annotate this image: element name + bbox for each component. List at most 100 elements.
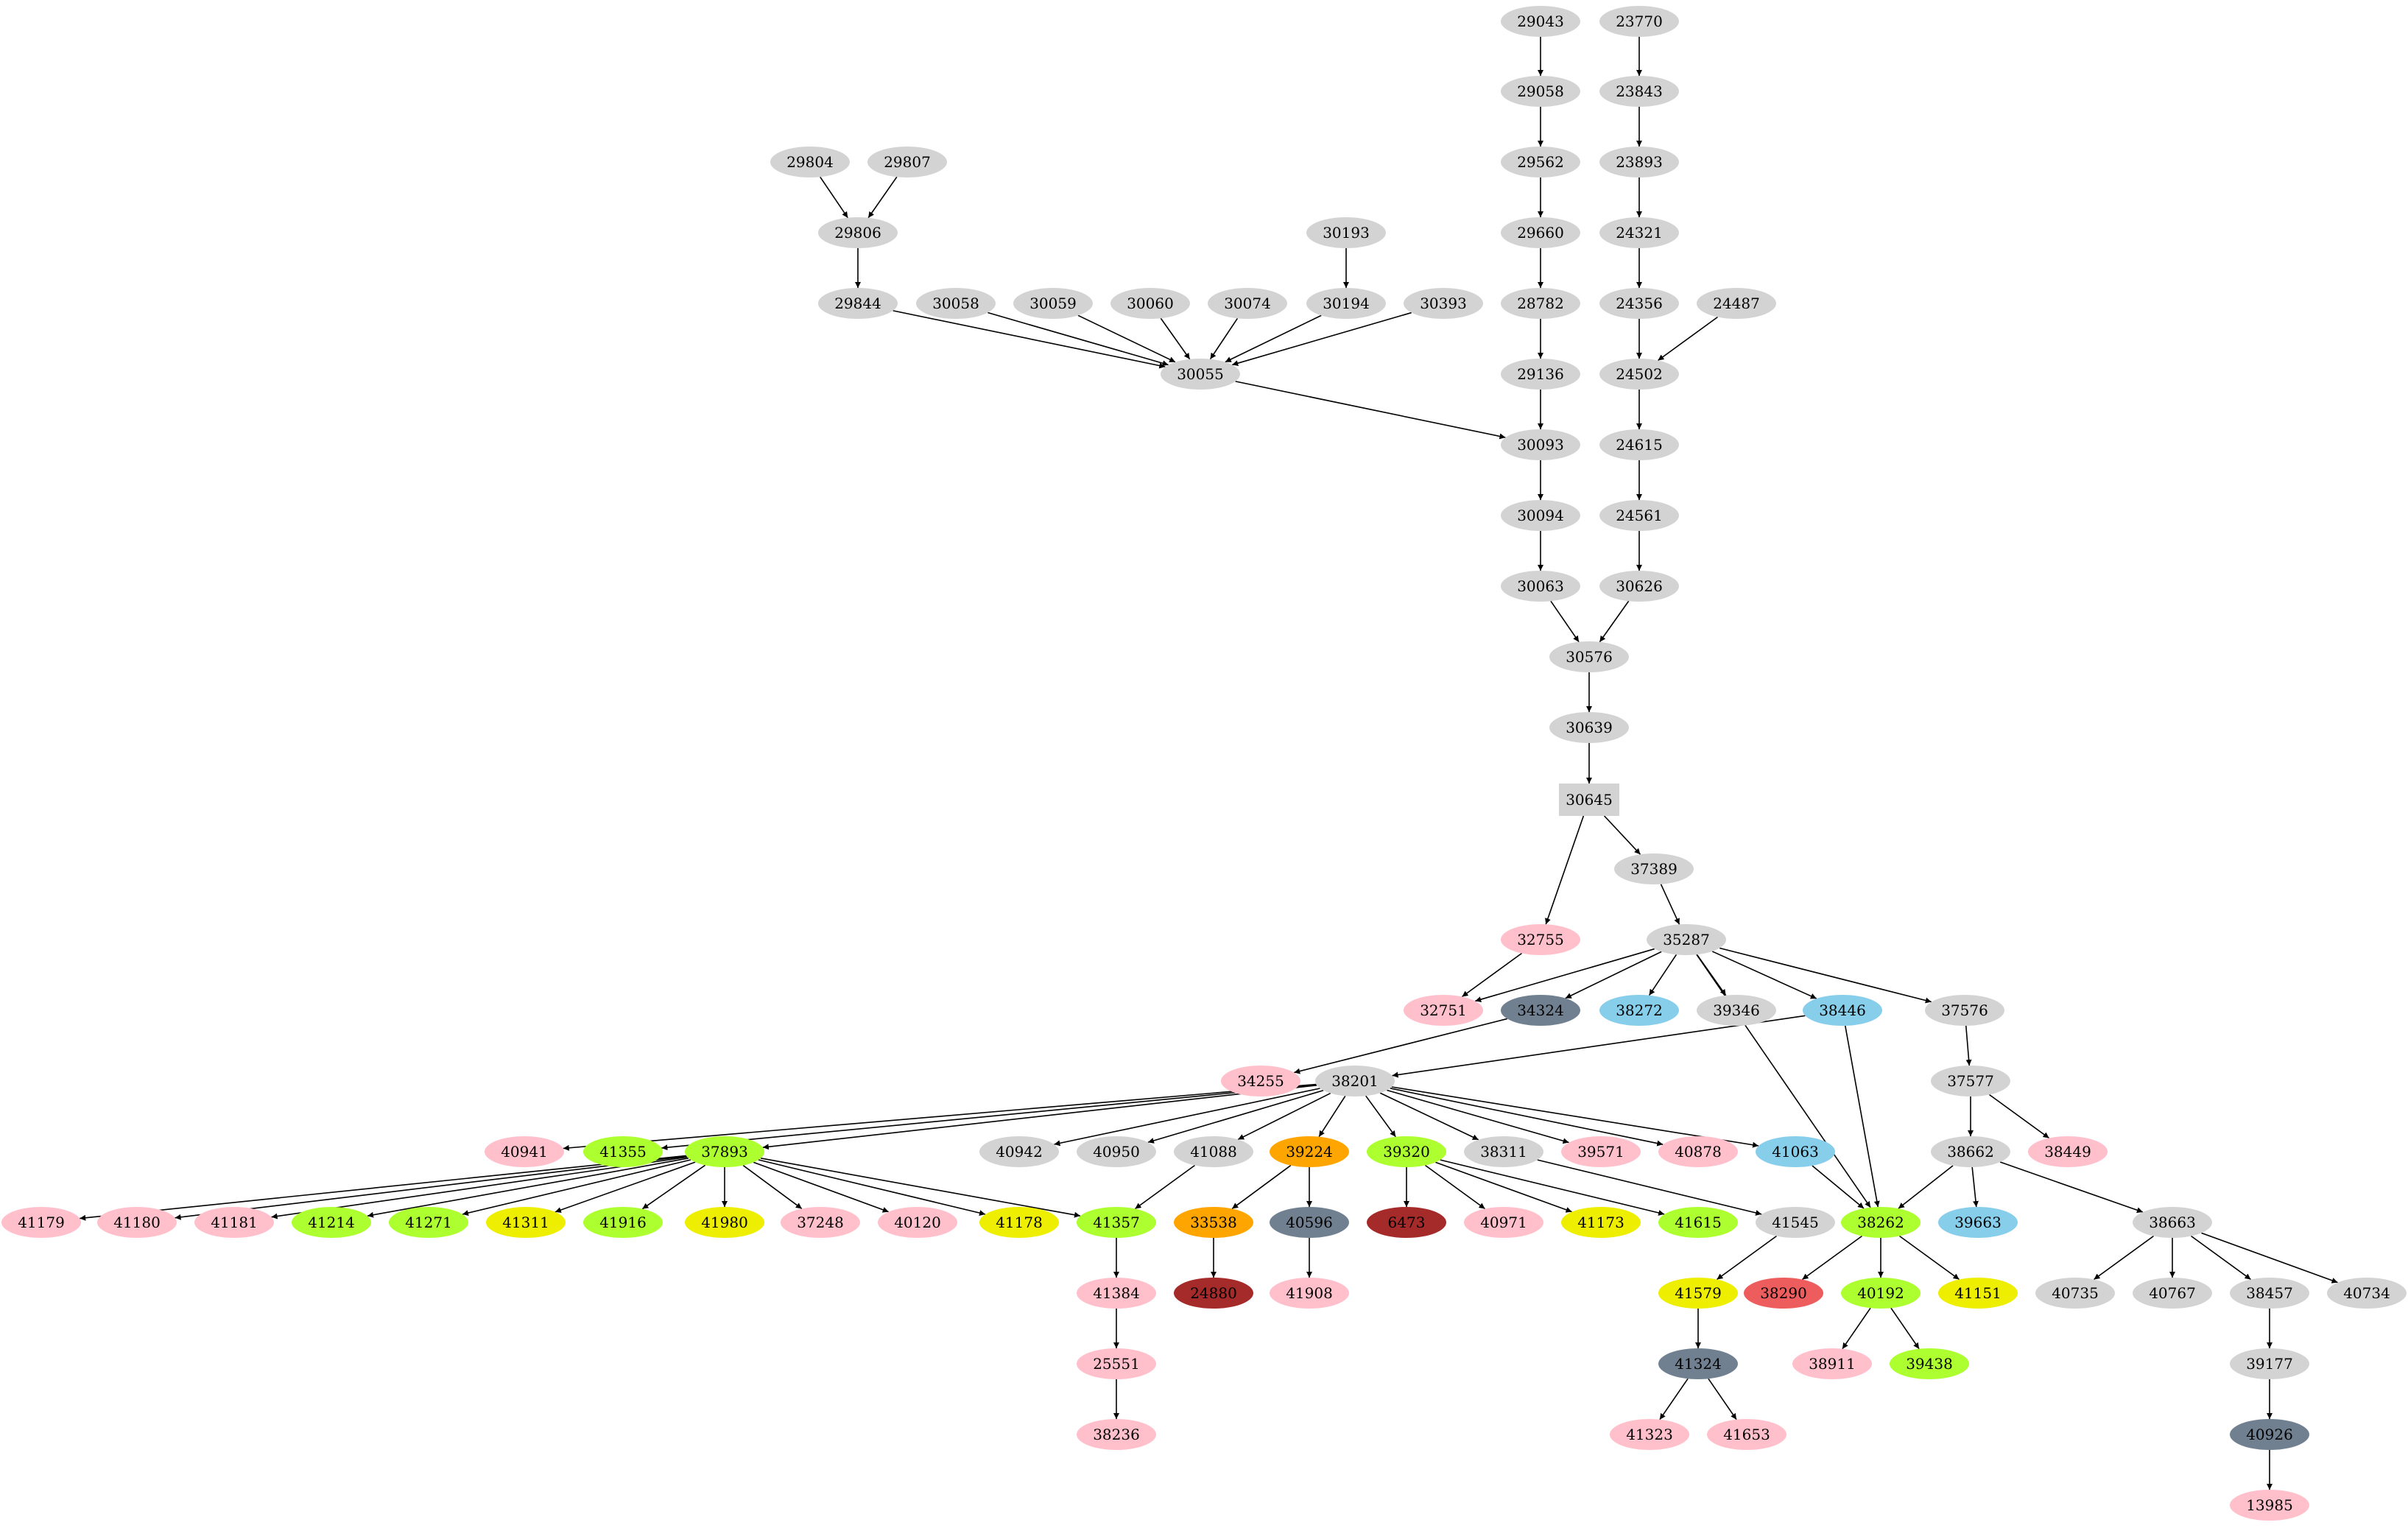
node-40926[interactable]: 40926 [2230, 1419, 2309, 1450]
node-41180[interactable]: 41180 [97, 1207, 177, 1238]
node-32755[interactable]: 32755 [1501, 924, 1580, 955]
node-40942[interactable]: 40942 [979, 1136, 1059, 1167]
node-13985[interactable]: 13985 [2230, 1490, 2309, 1521]
node-41271[interactable]: 41271 [389, 1207, 468, 1238]
node-30094[interactable]: 30094 [1501, 500, 1580, 531]
node-38236[interactable]: 38236 [1077, 1419, 1156, 1450]
node-41173[interactable]: 41173 [1561, 1207, 1641, 1238]
node-41357[interactable]: 41357 [1077, 1207, 1156, 1238]
node-41579[interactable]: 41579 [1658, 1278, 1738, 1309]
node-41323[interactable]: 41323 [1610, 1419, 1689, 1450]
node-30055[interactable]: 30055 [1161, 359, 1240, 390]
node-34255[interactable]: 34255 [1221, 1066, 1300, 1096]
node-29136[interactable]: 29136 [1501, 359, 1580, 390]
node-41181[interactable]: 41181 [194, 1207, 274, 1238]
node-40941[interactable]: 40941 [485, 1136, 564, 1167]
node-37577[interactable]: 37577 [1931, 1066, 2010, 1096]
node-39320[interactable]: 39320 [1367, 1136, 1446, 1167]
node-40596[interactable]: 40596 [1270, 1207, 1349, 1238]
node-41916[interactable]: 41916 [583, 1207, 663, 1238]
node-29806[interactable]: 29806 [818, 217, 898, 248]
node-41311[interactable]: 41311 [486, 1207, 566, 1238]
node-24356[interactable]: 24356 [1599, 288, 1679, 319]
node-29043[interactable]: 29043 [1501, 6, 1580, 37]
node-38446[interactable]: 38446 [1803, 995, 1882, 1026]
node-38272[interactable]: 38272 [1599, 995, 1679, 1026]
node-39177[interactable]: 39177 [2230, 1348, 2309, 1379]
node-41063[interactable]: 41063 [1756, 1136, 1835, 1167]
node-40734[interactable]: 40734 [2327, 1278, 2407, 1309]
node-41653[interactable]: 41653 [1707, 1419, 1786, 1450]
node-35287[interactable]: 35287 [1647, 924, 1726, 955]
node-38662[interactable]: 38662 [1931, 1136, 2010, 1167]
node-24561[interactable]: 24561 [1599, 500, 1679, 531]
node-30645[interactable]: 30645 [1559, 784, 1619, 816]
node-38449[interactable]: 38449 [2028, 1136, 2108, 1167]
node-23770[interactable]: 23770 [1599, 6, 1679, 37]
node-25551[interactable]: 25551 [1077, 1348, 1156, 1379]
node-38201[interactable]: 38201 [1315, 1066, 1395, 1096]
node-41355[interactable]: 41355 [583, 1136, 663, 1167]
node-41545[interactable]: 41545 [1756, 1207, 1835, 1238]
node-23893[interactable]: 23893 [1599, 147, 1679, 177]
node-37389[interactable]: 37389 [1614, 853, 1694, 884]
node-38290[interactable]: 38290 [1744, 1278, 1823, 1309]
node-29562[interactable]: 29562 [1501, 147, 1580, 177]
node-24487[interactable]: 24487 [1697, 288, 1776, 319]
node-40120[interactable]: 40120 [878, 1207, 957, 1238]
node-38262[interactable]: 38262 [1841, 1207, 1921, 1238]
node-29804[interactable]: 29804 [770, 147, 850, 177]
node-41980[interactable]: 41980 [685, 1207, 764, 1238]
node-30639[interactable]: 30639 [1549, 712, 1629, 743]
node-41615[interactable]: 41615 [1658, 1207, 1738, 1238]
node-38311[interactable]: 38311 [1464, 1136, 1543, 1167]
node-24502[interactable]: 24502 [1599, 359, 1679, 390]
node-39346[interactable]: 39346 [1697, 995, 1776, 1026]
node-24321[interactable]: 24321 [1599, 217, 1679, 248]
node-30626[interactable]: 30626 [1599, 571, 1679, 602]
node-37576[interactable]: 37576 [1925, 995, 2004, 1026]
node-37248[interactable]: 37248 [781, 1207, 860, 1238]
node-39224[interactable]: 39224 [1270, 1136, 1349, 1167]
node-28782[interactable]: 28782 [1501, 288, 1580, 319]
node-33538[interactable]: 33538 [1174, 1207, 1253, 1238]
node-39571[interactable]: 39571 [1561, 1136, 1641, 1167]
node-24880[interactable]: 24880 [1174, 1278, 1253, 1309]
node-41214[interactable]: 41214 [292, 1207, 371, 1238]
node-30576[interactable]: 30576 [1549, 641, 1629, 672]
node-40192[interactable]: 40192 [1841, 1278, 1921, 1309]
node-39663[interactable]: 39663 [1938, 1207, 2018, 1238]
node-6473[interactable]: 6473 [1367, 1207, 1446, 1238]
node-39438[interactable]: 39438 [1890, 1348, 1969, 1379]
node-29058[interactable]: 29058 [1501, 76, 1580, 107]
node-40878[interactable]: 40878 [1658, 1136, 1738, 1167]
node-30060[interactable]: 30060 [1110, 288, 1190, 319]
node-41908[interactable]: 41908 [1270, 1278, 1349, 1309]
node-30194[interactable]: 30194 [1306, 288, 1386, 319]
node-40735[interactable]: 40735 [2035, 1278, 2115, 1309]
node-30063[interactable]: 30063 [1501, 571, 1580, 602]
node-38457[interactable]: 38457 [2230, 1278, 2309, 1309]
node-37893[interactable]: 37893 [685, 1136, 764, 1167]
node-30093[interactable]: 30093 [1501, 429, 1580, 460]
node-29807[interactable]: 29807 [867, 147, 947, 177]
node-41179[interactable]: 41179 [1, 1207, 81, 1238]
node-30058[interactable]: 30058 [916, 288, 996, 319]
node-30059[interactable]: 30059 [1013, 288, 1093, 319]
node-41088[interactable]: 41088 [1174, 1136, 1253, 1167]
node-40767[interactable]: 40767 [2133, 1278, 2212, 1309]
node-40971[interactable]: 40971 [1464, 1207, 1543, 1238]
node-40950[interactable]: 40950 [1077, 1136, 1156, 1167]
node-34324[interactable]: 34324 [1501, 995, 1580, 1026]
node-38911[interactable]: 38911 [1792, 1348, 1872, 1379]
node-30193[interactable]: 30193 [1306, 217, 1386, 248]
node-41324[interactable]: 41324 [1658, 1348, 1738, 1379]
node-29660[interactable]: 29660 [1501, 217, 1580, 248]
node-38663[interactable]: 38663 [2133, 1207, 2212, 1238]
node-29844[interactable]: 29844 [818, 288, 898, 319]
node-32751[interactable]: 32751 [1404, 995, 1483, 1026]
node-23843[interactable]: 23843 [1599, 76, 1679, 107]
node-41178[interactable]: 41178 [979, 1207, 1059, 1238]
node-24615[interactable]: 24615 [1599, 429, 1679, 460]
node-30074[interactable]: 30074 [1208, 288, 1287, 319]
